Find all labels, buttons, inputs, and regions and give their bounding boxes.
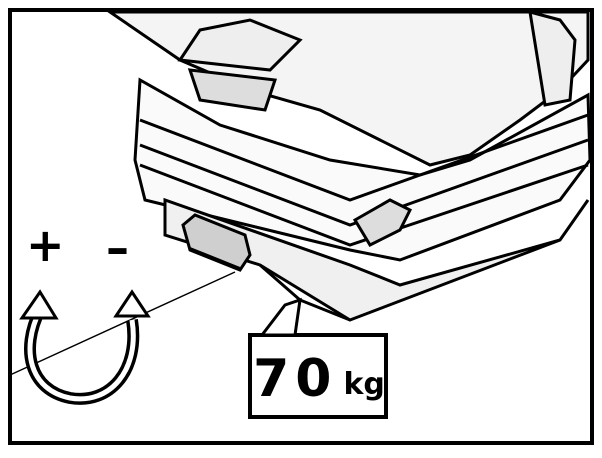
weight-readout: 70 kg <box>252 340 386 418</box>
knob-pointer-line <box>9 271 236 376</box>
seat-handle <box>187 68 278 112</box>
weight-display <box>248 333 388 419</box>
weight-display-pointer <box>258 297 302 337</box>
seat-belt-buckle <box>177 18 303 72</box>
seat-base <box>133 77 592 262</box>
weight-unit: kg <box>343 367 385 402</box>
weight-value: 70 <box>253 349 338 409</box>
plus-label: + <box>26 218 65 272</box>
side-lever <box>352 198 413 247</box>
arrow-head-left <box>19 289 59 320</box>
rotary-adjuster-icon <box>181 213 252 272</box>
seat-armrest <box>528 9 577 107</box>
minus-label: – <box>106 221 129 275</box>
arrow-head-right <box>113 289 151 318</box>
diagram-frame <box>8 8 594 445</box>
